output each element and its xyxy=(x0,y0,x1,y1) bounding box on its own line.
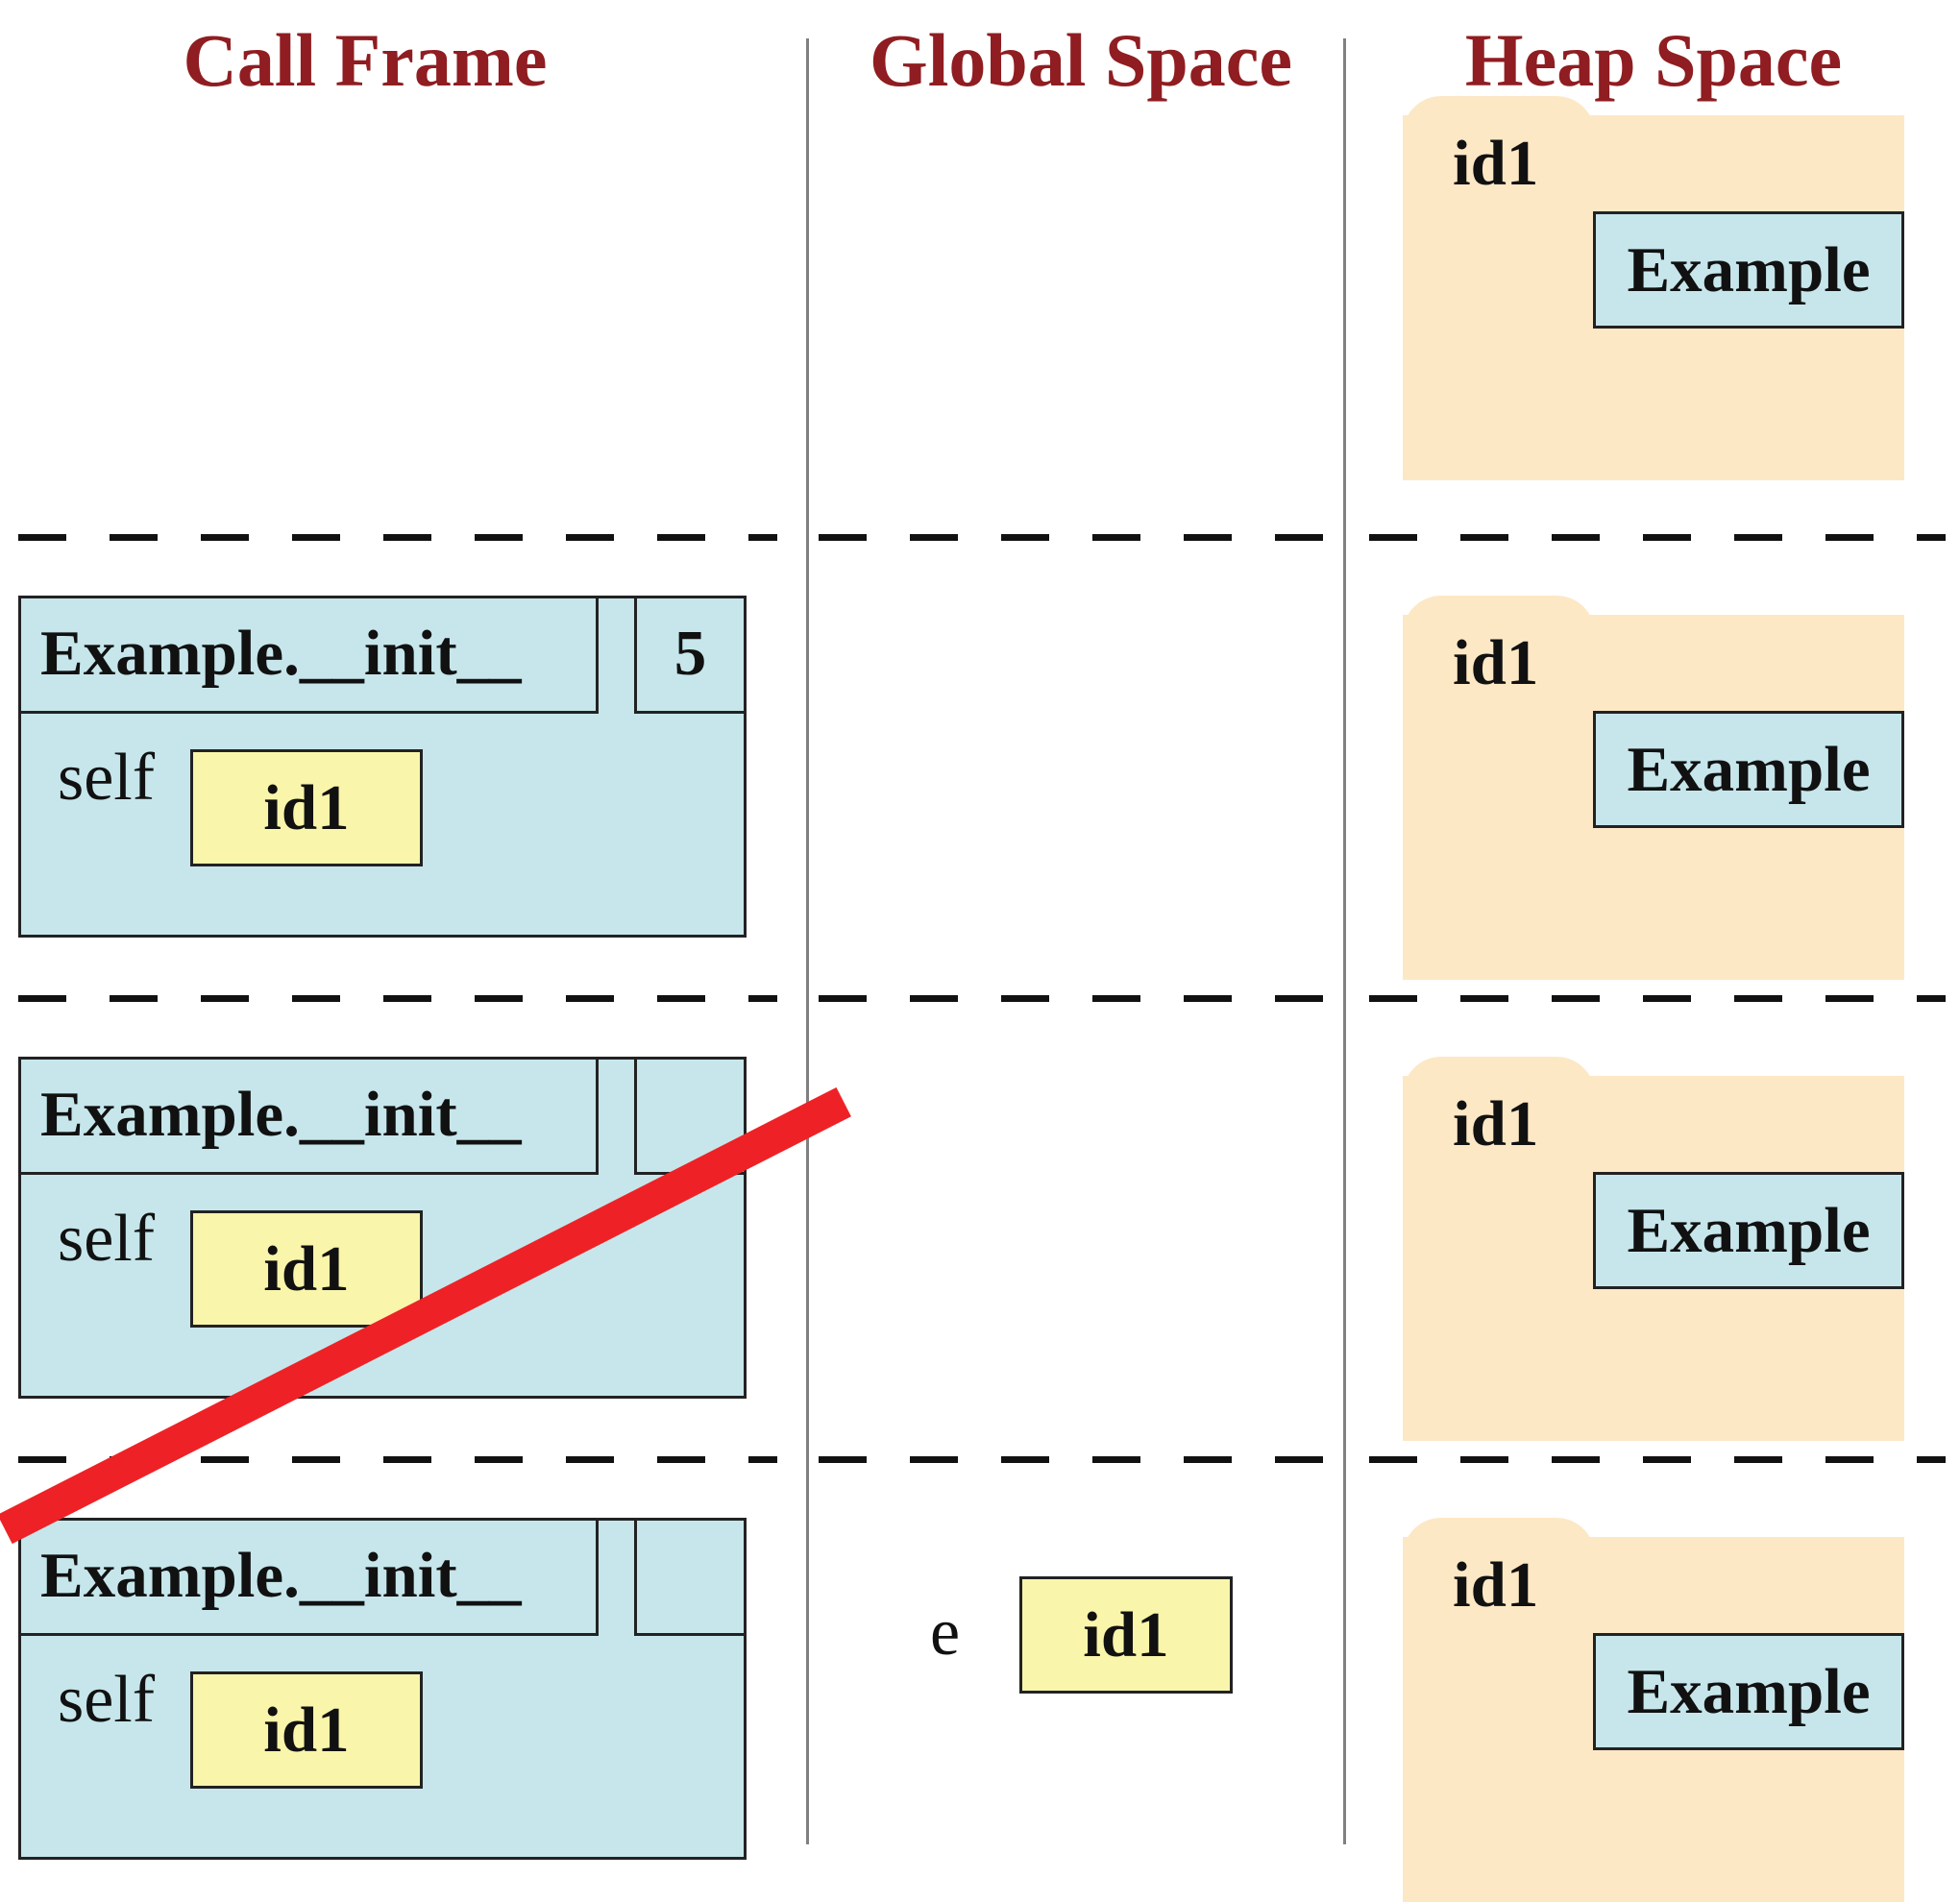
row-separator xyxy=(1369,534,1946,541)
frame-variable-value: id1 xyxy=(190,749,423,866)
heap-object-id: id1 xyxy=(1453,1088,1539,1159)
global-space-header: Global Space xyxy=(870,18,1292,102)
global-variable-value: id1 xyxy=(1019,1576,1233,1694)
folder-tab xyxy=(1403,1057,1595,1114)
call-frame-header: Call Frame xyxy=(183,18,548,102)
heap-object-id: id1 xyxy=(1453,627,1539,698)
heap-object-id: id1 xyxy=(1453,128,1539,199)
heap-object-class: Example xyxy=(1593,1172,1904,1289)
diagram-step-1: id1 Example xyxy=(0,0,1960,480)
heap-object-folder: id1 Example xyxy=(1403,96,1904,480)
frame-variable-value: id1 xyxy=(190,1671,423,1789)
diagram-step-3: Example.__init__ self id1 id1 Example xyxy=(0,961,1960,1441)
frame-variable-value: id1 xyxy=(190,1210,423,1328)
call-frame-line-number: 5 xyxy=(634,596,747,714)
frame-variable-label: self xyxy=(58,1663,156,1737)
frame-variable-label: self xyxy=(58,1202,156,1276)
heap-space-header: Heap Space xyxy=(1464,18,1843,102)
row-separator xyxy=(18,995,777,1002)
column-divider-left xyxy=(806,38,809,1844)
heap-object-folder: id1 Example xyxy=(1403,1057,1904,1441)
heap-object-folder: id1 Example xyxy=(1403,1518,1904,1902)
heap-object-id: id1 xyxy=(1453,1549,1539,1621)
call-frame-name: Example.__init__ xyxy=(18,1057,599,1175)
call-frame-name: Example.__init__ xyxy=(18,1518,599,1636)
row-separator xyxy=(819,534,1328,541)
global-variable-label: e xyxy=(930,1596,961,1670)
row-separator xyxy=(18,1456,777,1463)
row-separator xyxy=(819,995,1328,1002)
call-frame-name: Example.__init__ xyxy=(18,596,599,714)
row-separator xyxy=(819,1456,1328,1463)
diagram-step-4: Example.__init__ self id1 e id1 id1 Exam… xyxy=(0,1422,1960,1902)
diagram-step-2: Example.__init__ 5 self id1 id1 Example xyxy=(0,500,1960,980)
row-separator xyxy=(1369,995,1946,1002)
heap-object-class: Example xyxy=(1593,1633,1904,1750)
column-divider-right xyxy=(1343,38,1346,1844)
heap-object-class: Example xyxy=(1593,211,1904,329)
row-separator xyxy=(18,534,777,541)
frame-variable-label: self xyxy=(58,741,156,815)
folder-tab xyxy=(1403,96,1595,154)
heap-object-class: Example xyxy=(1593,711,1904,828)
folder-tab xyxy=(1403,596,1595,653)
folder-tab xyxy=(1403,1518,1595,1575)
row-separator xyxy=(1369,1456,1946,1463)
heap-object-folder: id1 Example xyxy=(1403,596,1904,980)
call-frame-line-number xyxy=(634,1518,747,1636)
